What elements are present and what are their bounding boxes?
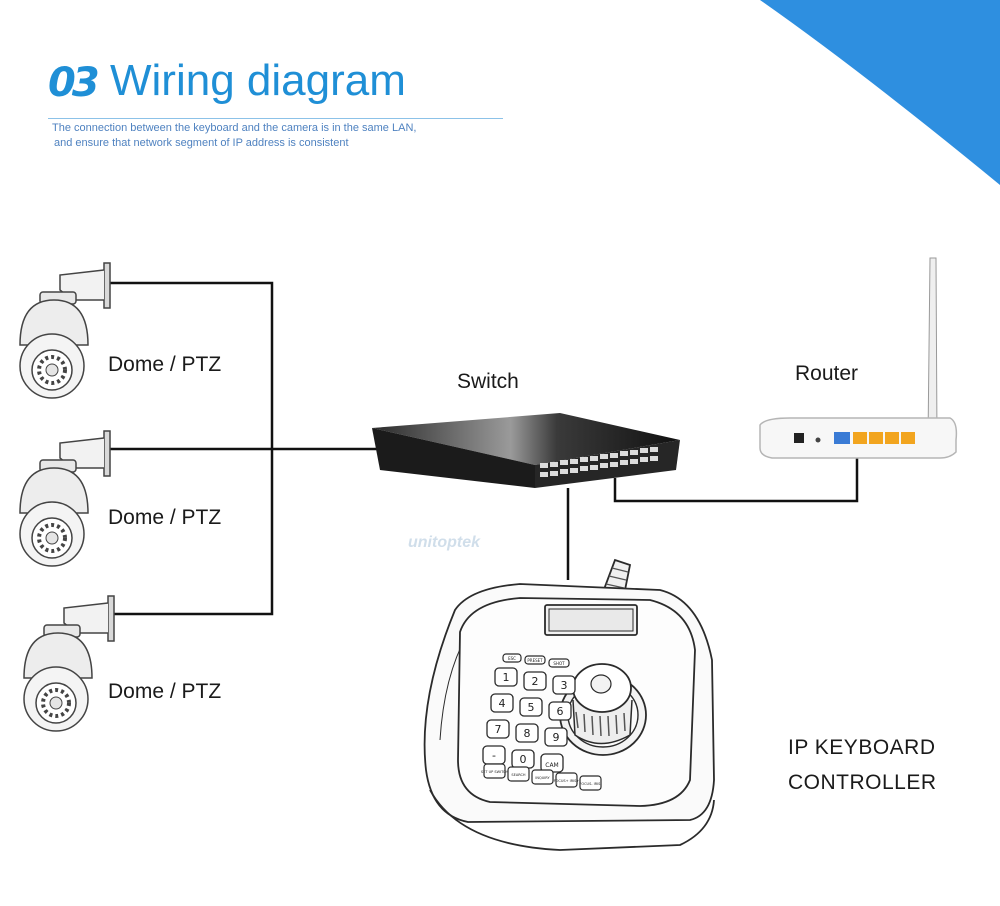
keypad-key [486, 719, 510, 739]
keypad-key-label: - [492, 749, 496, 762]
keypad-key-label: CAM [545, 762, 558, 769]
switch-ports [540, 447, 658, 477]
section-number: 03 [48, 60, 100, 106]
top-key-label: ESC [508, 656, 516, 661]
keypad-key [544, 727, 568, 747]
keypad-key-label: 5 [528, 701, 535, 714]
cable-camera-3 [110, 449, 274, 616]
function-key-label: SEARCH [511, 773, 526, 777]
top-key-label: PRESET [527, 658, 543, 663]
keypad-key [552, 675, 576, 695]
keypad-key [548, 701, 572, 721]
function-key [507, 766, 530, 782]
watermark-logo: unitoptek [408, 534, 480, 551]
function-key [483, 763, 506, 779]
function-key [579, 775, 602, 791]
function-key-label: FOCUS+ IRIS+ [554, 779, 580, 783]
function-key [531, 769, 554, 785]
keypad-key-label: 8 [524, 727, 531, 740]
keypad-key-label: 2 [532, 675, 539, 688]
corner-accent [760, 0, 1000, 185]
keypad-key-label: 7 [495, 723, 502, 736]
keypad-key-label: 9 [553, 731, 560, 744]
network-switch [372, 413, 680, 488]
keypad-key [519, 697, 543, 717]
cable-camera-1 [110, 281, 274, 449]
switch-label: Switch [457, 370, 519, 393]
keypad-key [523, 671, 547, 691]
function-key-label: SET UP SWITCH [481, 770, 509, 774]
subtitle-line-1: The connection between the keyboard and … [52, 122, 417, 134]
page-title: Wiring diagram [110, 56, 406, 105]
title-underline [48, 118, 503, 119]
camera-3-label: Dome / PTZ [108, 680, 222, 703]
keypad-key [494, 667, 518, 687]
camera-1-label: Dome / PTZ [108, 353, 222, 376]
keypad-key-label: 4 [499, 697, 506, 710]
keyboard-label-line-1: IP KEYBOARD [788, 736, 936, 759]
cables [110, 281, 859, 616]
camera-2-label: Dome / PTZ [108, 506, 222, 529]
function-key-label: INQUIRY [535, 776, 550, 780]
subtitle-line-2: and ensure that network segment of IP ad… [54, 137, 349, 149]
function-key [555, 772, 578, 788]
keypad-key-label: 3 [561, 679, 568, 692]
keypad-key-label: 1 [503, 671, 510, 684]
keypad-key-label: 0 [520, 753, 527, 766]
camera-2 [19, 430, 111, 567]
keyboard-label-line-2: CONTROLLER [788, 771, 937, 794]
cable-switch-router [613, 450, 859, 503]
camera-1 [19, 262, 111, 399]
router [759, 257, 958, 459]
top-key-label: SHOT [553, 661, 565, 666]
camera-3 [23, 595, 115, 732]
keypad-key [515, 723, 539, 743]
keypad-key [490, 693, 514, 713]
keypad-key-label: 6 [557, 705, 564, 718]
function-key-label: FOCUS- IRIS- [579, 782, 602, 786]
router-label: Router [795, 362, 859, 385]
